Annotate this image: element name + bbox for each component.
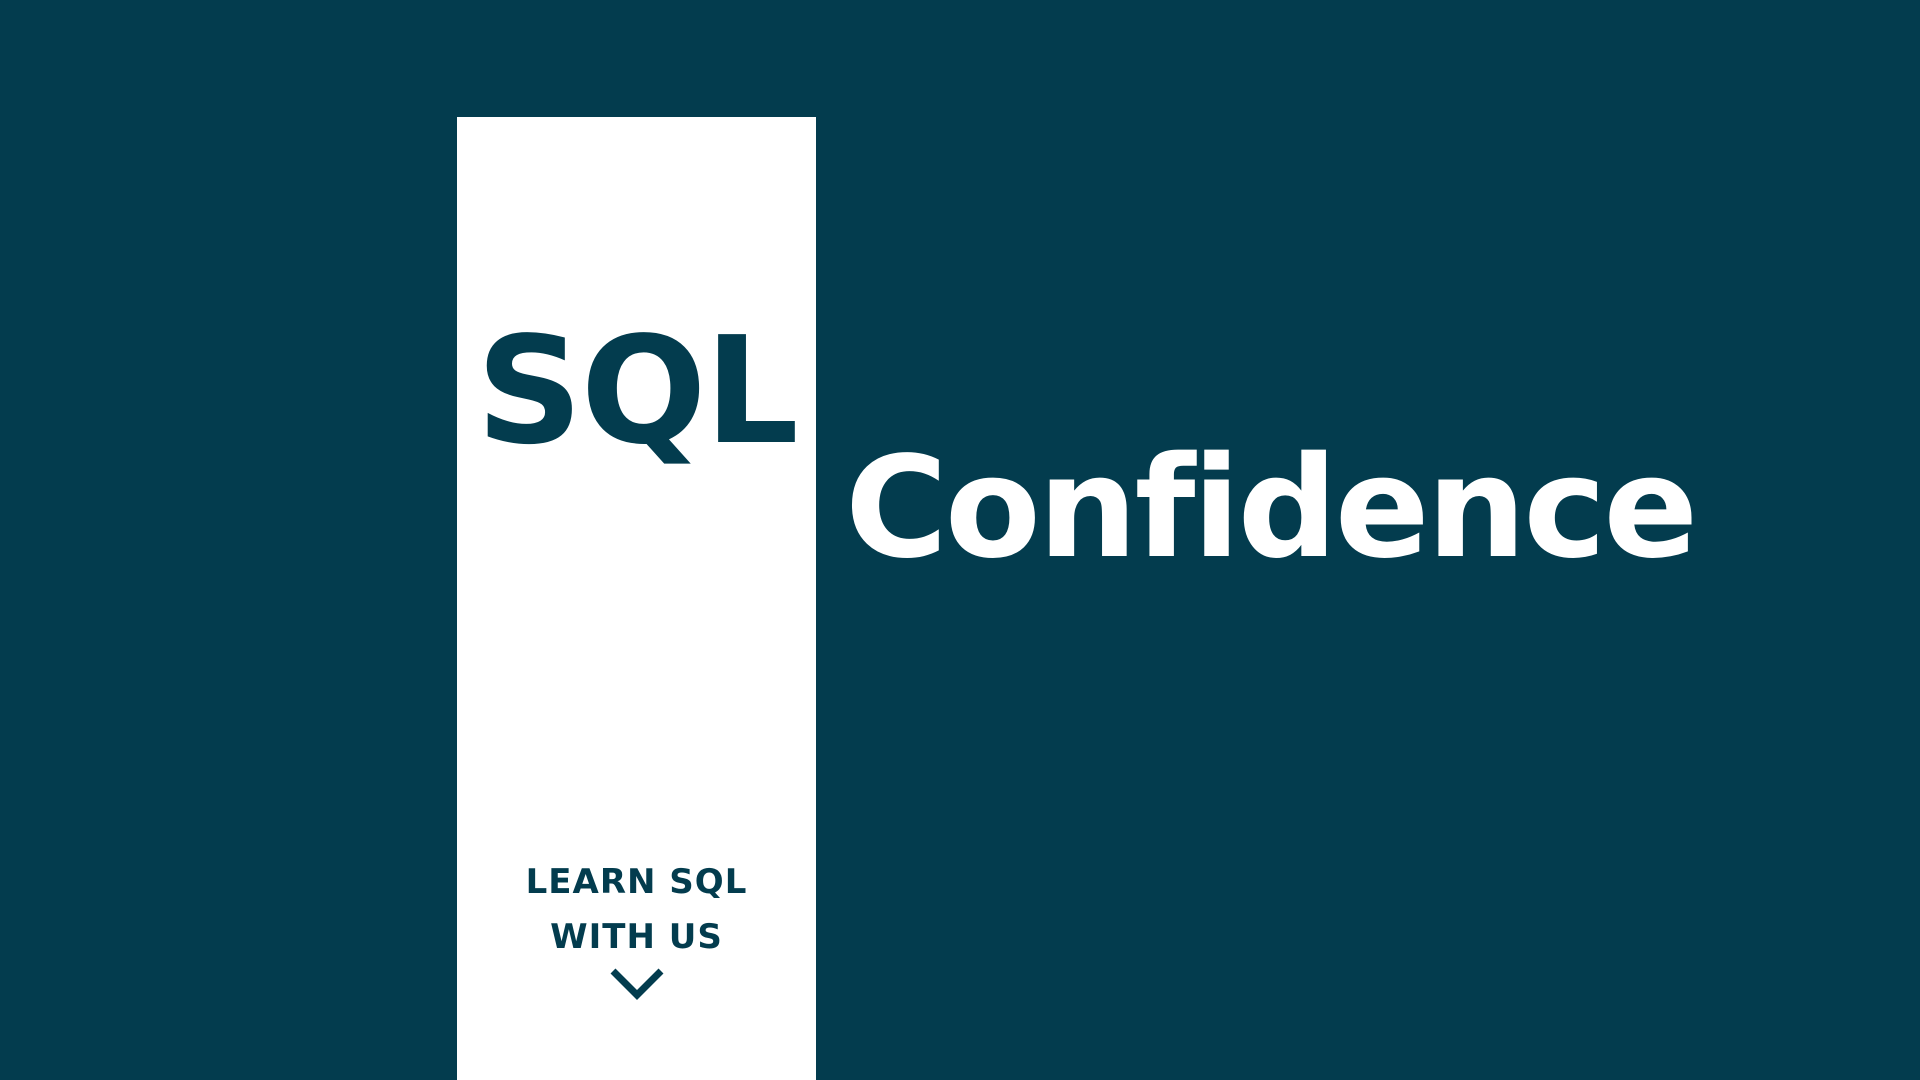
tagline-line-2: WITH US: [550, 917, 723, 957]
chevron-down-icon: [610, 968, 664, 1000]
headline: Confidence: [845, 427, 1698, 590]
sql-logo-text: SQL: [476, 305, 799, 477]
tagline: LEARN SQL WITH US: [457, 855, 816, 965]
tagline-line-1: LEARN SQL: [525, 862, 748, 902]
logo-panel: SQL LEARN SQL WITH US: [457, 117, 816, 1080]
